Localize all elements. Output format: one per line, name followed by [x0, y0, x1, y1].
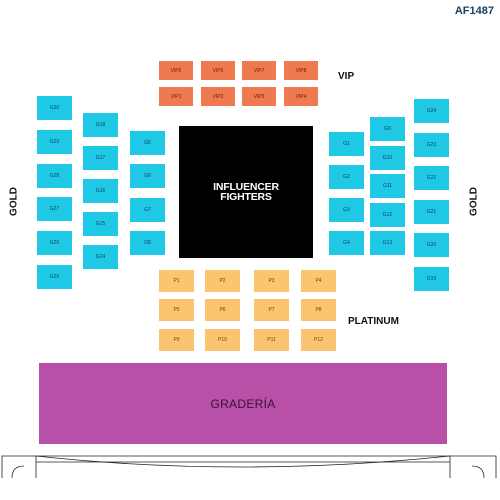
stage-arc [35, 455, 451, 468]
seat-g7[interactable]: G7 [130, 198, 165, 222]
stage-right-curve [471, 465, 485, 479]
gold-right-zone-label: GOLD [468, 187, 480, 216]
seat-p2[interactable]: P2 [205, 270, 240, 292]
seat-g21[interactable]: G21 [414, 200, 449, 224]
ring: INFLUENCER FIGHTERS [179, 126, 313, 258]
seat-g18[interactable]: G18 [83, 113, 118, 137]
seat-g3[interactable]: G3 [329, 198, 364, 222]
seat-g26[interactable]: G26 [37, 231, 72, 255]
seat-p1[interactable]: P1 [159, 270, 194, 292]
seat-g2[interactable]: G2 [329, 165, 364, 189]
gold-left-zone-label: GOLD [8, 187, 20, 216]
graderia-section[interactable]: GRADERÍA [39, 363, 447, 444]
seat-p4[interactable]: P4 [301, 270, 336, 292]
seat-p7[interactable]: P7 [254, 299, 289, 321]
seat-p3[interactable]: P3 [254, 270, 289, 292]
seat-g9[interactable]: G9 [370, 117, 405, 141]
seat-p5[interactable]: P5 [159, 299, 194, 321]
seat-g13[interactable]: G13 [370, 231, 405, 255]
seat-vip6[interactable]: VIP6 [201, 61, 235, 80]
seat-g12[interactable]: G12 [370, 203, 405, 227]
stage-left-curve [11, 465, 25, 479]
seat-g16[interactable]: G16 [83, 179, 118, 203]
seat-g29[interactable]: G29 [37, 130, 72, 154]
seat-vip2[interactable]: VIP2 [201, 87, 235, 106]
seat-g19[interactable]: G19 [414, 267, 449, 291]
platinum-zone-label: PLATINUM [348, 316, 399, 327]
graderia-label: GRADERÍA [210, 396, 276, 411]
seat-vip3[interactable]: VIP3 [242, 87, 276, 106]
seat-g30[interactable]: G30 [37, 96, 72, 120]
seat-g6[interactable]: G6 [130, 164, 165, 188]
seat-g23[interactable]: G23 [414, 133, 449, 157]
seat-g14[interactable]: G14 [83, 245, 118, 269]
vip-zone-label: VIP [338, 71, 355, 82]
seat-g5[interactable]: G5 [130, 131, 165, 155]
seat-p12[interactable]: P12 [301, 329, 336, 351]
seat-g28[interactable]: G28 [37, 164, 72, 188]
seat-vip8[interactable]: VIP8 [284, 61, 318, 80]
seat-g1[interactable]: G1 [329, 132, 364, 156]
seat-g20[interactable]: G20 [414, 233, 449, 257]
seat-p6[interactable]: P6 [205, 299, 240, 321]
seat-p10[interactable]: P10 [205, 329, 240, 351]
seat-g4[interactable]: G4 [329, 231, 364, 255]
seat-vip4[interactable]: VIP4 [284, 87, 318, 106]
seat-p8[interactable]: P8 [301, 299, 336, 321]
seat-g8[interactable]: G8 [130, 231, 165, 255]
stage-outline [1, 455, 497, 479]
seat-g11[interactable]: G11 [370, 174, 405, 198]
seat-vip1[interactable]: VIP1 [159, 87, 193, 106]
stage-right-box [449, 455, 497, 478]
stage-left-box [1, 455, 37, 478]
seat-p11[interactable]: P11 [254, 329, 289, 351]
seat-p9[interactable]: P9 [159, 329, 194, 351]
ring-label: INFLUENCER FIGHTERS [213, 181, 279, 203]
seat-g10[interactable]: G10 [370, 146, 405, 170]
seat-g24[interactable]: G24 [414, 99, 449, 123]
seat-g25[interactable]: G25 [37, 265, 72, 289]
seat-g22[interactable]: G22 [414, 166, 449, 190]
seat-vip5[interactable]: VIP5 [159, 61, 193, 80]
seat-g27[interactable]: G27 [37, 197, 72, 221]
seat-vip7[interactable]: VIP7 [242, 61, 276, 80]
event-code: AF1487 [454, 5, 494, 17]
seat-g15[interactable]: G15 [83, 212, 118, 236]
seat-g17[interactable]: G17 [83, 146, 118, 170]
